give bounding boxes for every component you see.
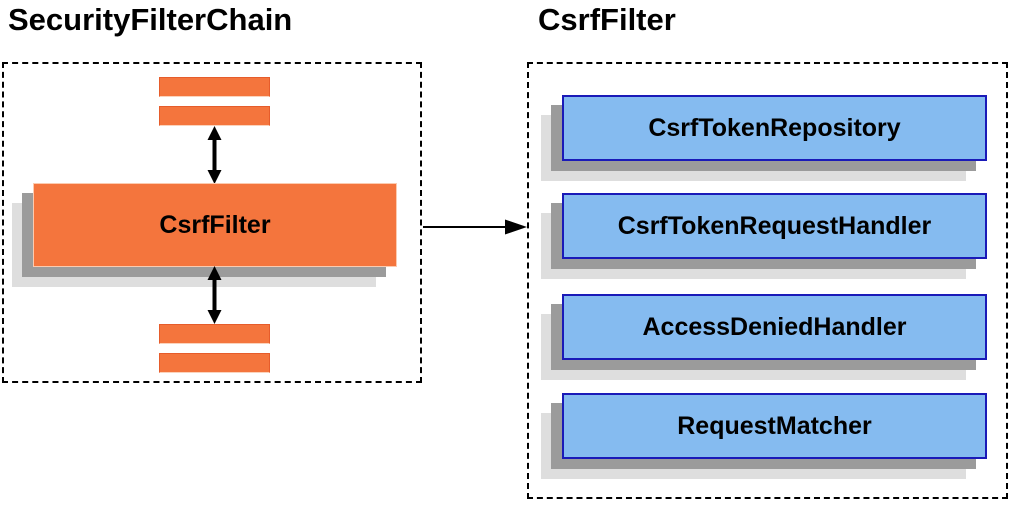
security-filter-chain-title: SecurityFilterChain [8, 2, 293, 37]
csrf-filter-boundary [527, 62, 1008, 499]
csrf-filter-title: CsrfFilter [538, 2, 676, 37]
component-node-csrf-token-repository: CsrfTokenRepository [562, 95, 987, 161]
csrf-filter-node-label: CsrfFilter [159, 210, 271, 239]
bidirectional-arrow-bottom-icon [207, 266, 222, 324]
filter-placeholder-bar-bottom-1 [159, 324, 270, 344]
filter-placeholder-bar-bottom-2 [159, 353, 270, 373]
component-node-label: CsrfTokenRequestHandler [617, 211, 932, 240]
security-filter-chain-boundary [2, 62, 422, 383]
csrf-filter-node: CsrfFilter [33, 183, 397, 267]
bidirectional-arrow-top-icon [207, 126, 222, 184]
filter-placeholder-bar-top-2 [159, 106, 270, 126]
component-node-label: RequestMatcher [677, 411, 872, 440]
component-node-label: AccessDeniedHandler [642, 312, 907, 341]
flow-arrow-icon [423, 219, 527, 235]
component-node-request-matcher: RequestMatcher [562, 393, 987, 459]
component-node-csrf-token-request-handler: CsrfTokenRequestHandler [562, 193, 987, 259]
component-node-label: CsrfTokenRepository [648, 113, 901, 142]
component-node-access-denied-handler: AccessDeniedHandler [562, 294, 987, 360]
filter-placeholder-bar-top-1 [159, 77, 270, 97]
